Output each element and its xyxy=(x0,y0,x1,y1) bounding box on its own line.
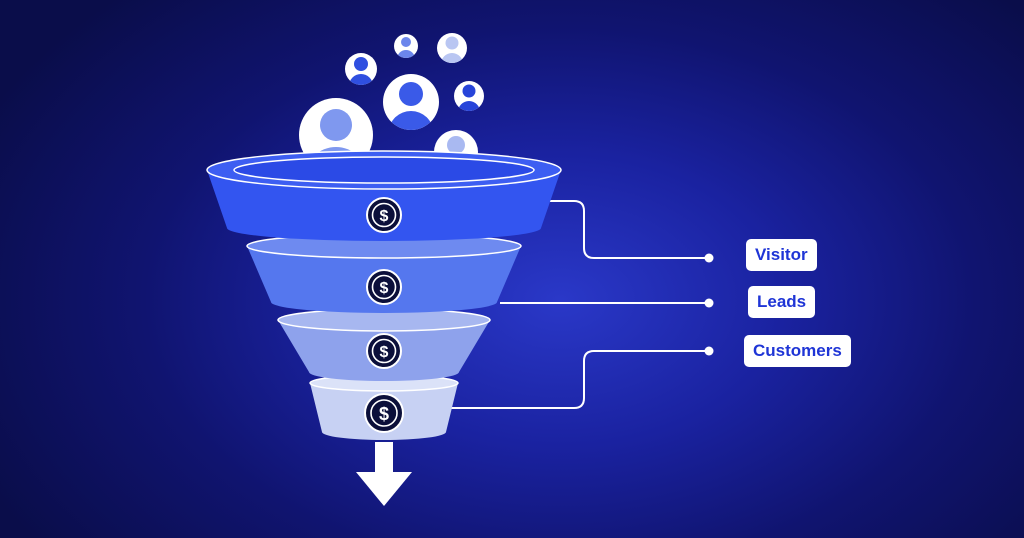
coin-symbol: $ xyxy=(379,404,389,424)
stage-label-customers: Customers xyxy=(744,335,851,367)
coin-symbol: $ xyxy=(380,344,389,361)
connector-lines xyxy=(446,200,708,409)
stage-label-leads: Leads xyxy=(748,286,816,318)
dollar-coin-icon: $ xyxy=(366,333,402,369)
person-avatar-icon xyxy=(345,53,377,85)
connector-dots xyxy=(704,253,714,356)
coin-symbol: $ xyxy=(380,280,389,297)
stage-label-visitor: Visitor xyxy=(746,239,817,271)
connector-customers xyxy=(446,350,708,409)
dollar-coin-icon: $ xyxy=(366,197,402,233)
person-avatar-icon xyxy=(383,74,439,130)
person-avatar-icon xyxy=(454,81,484,111)
person-avatar-icon xyxy=(437,33,467,63)
down-arrow-icon xyxy=(356,442,412,506)
dollar-coin-icon: $ xyxy=(366,269,402,305)
coin-symbol: $ xyxy=(380,208,389,225)
connector-visitor xyxy=(548,200,708,259)
person-avatar-icon xyxy=(394,34,418,58)
dollar-coin-icon: $ xyxy=(364,393,404,433)
